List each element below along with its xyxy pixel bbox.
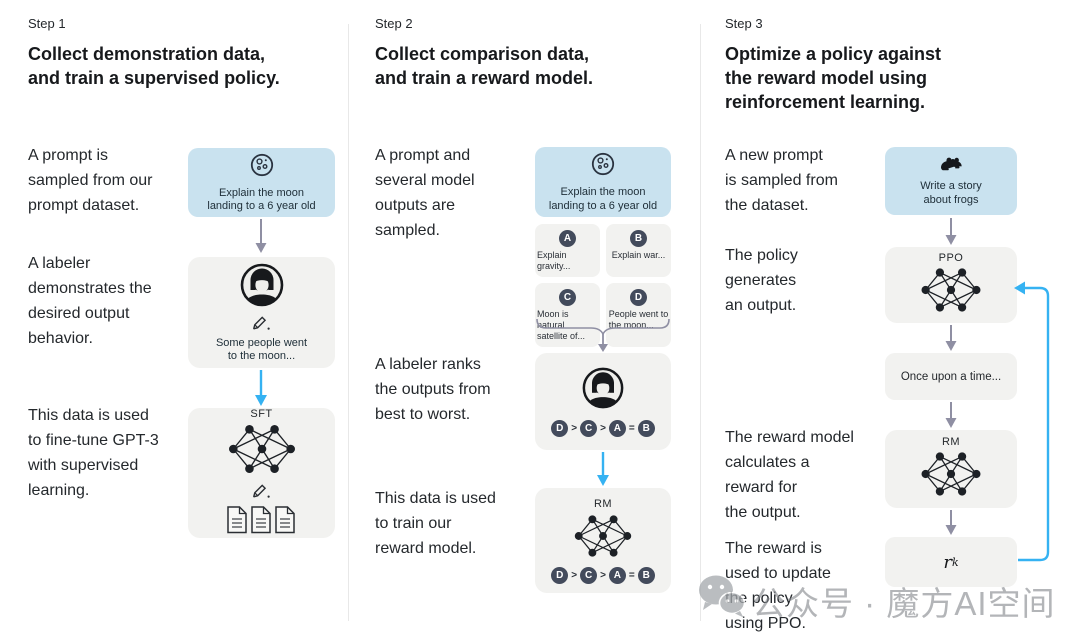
arrow-down-blue-1 <box>254 370 268 411</box>
rank-item: D <box>551 420 569 437</box>
step3-label: Step 3 <box>725 16 763 31</box>
rank-item: B <box>637 566 655 584</box>
rank-separator: = <box>628 423 635 434</box>
step2-prompt-text: Explain the moon landing to a 6 year old <box>548 186 658 212</box>
output-a-box: A Explain gravity... <box>535 224 600 277</box>
step1-prompt-box: Explain the moon landing to a 6 year old <box>188 148 335 217</box>
step2-caption-labeler: A labeler ranks the outputs from best to… <box>375 356 491 423</box>
output-c-badge: C <box>559 289 576 306</box>
rank-item: A <box>608 566 626 584</box>
rank-separator: > <box>571 569 578 581</box>
rank-item: B <box>637 420 655 437</box>
step3-caption-prompt: A new prompt is sampled from the dataset… <box>725 147 838 214</box>
pencil-icon <box>252 315 271 335</box>
step1-caption-labeler: A labeler demonstrates the desired outpu… <box>28 255 152 347</box>
step1-labeler-box: Some people went to the moon... <box>188 257 335 368</box>
step2-prompt-box: Explain the moon landing to a 6 year old <box>535 147 671 217</box>
step1-title: Collect demonstration data, and train a … <box>28 44 280 88</box>
step3-caption-policy: The policy generates an output. <box>725 247 798 314</box>
column-divider-1 <box>348 24 349 621</box>
output-b-box: B Explain war... <box>606 224 671 277</box>
rank-item: C <box>580 420 598 437</box>
step2-title: Collect comparison data, and train a rew… <box>375 44 594 88</box>
neural-network-icon <box>226 423 298 480</box>
step3-output-box: Once upon a time... <box>885 353 1017 400</box>
ppo-label: PPO <box>938 252 964 264</box>
moon-icon <box>590 151 616 182</box>
step1-caption-prompt: A prompt is sampled from our prompt data… <box>28 147 153 214</box>
rank-separator: > <box>600 569 606 581</box>
step2-caption-data: This data is used to train our reward mo… <box>375 490 496 557</box>
rank-item: A <box>608 420 626 437</box>
output-c-text: Moon is natural satellite of... <box>537 309 586 341</box>
pencil-icon <box>252 483 271 503</box>
step2-rm-box: RM D > C > A = B <box>535 488 671 593</box>
labeler-avatar-icon <box>581 366 625 415</box>
arrow-down-gray-3 <box>944 325 958 356</box>
neural-network-icon <box>919 267 983 318</box>
output-d-box: D People went to the moon... <box>606 283 671 347</box>
feedback-loop-arrow <box>1014 276 1054 575</box>
output-a-text: Explain gravity... <box>537 250 571 271</box>
step3-ppo-box: PPO <box>885 247 1017 323</box>
column-divider-2 <box>700 24 701 621</box>
output-d-badge: D <box>630 289 647 306</box>
arrow-down-gray-4 <box>944 402 958 433</box>
output-b-text: Explain war... <box>611 250 666 260</box>
rm-label: RM <box>593 497 613 510</box>
labeler-avatar-icon <box>239 262 285 313</box>
reward-subscript: k <box>951 555 959 569</box>
reward-symbol: r <box>943 551 952 573</box>
step3-caption-reward: The reward model calculates a reward for… <box>725 429 854 521</box>
output-b-badge: B <box>630 230 647 247</box>
frog-icon <box>939 155 963 176</box>
step1-caption-data: This data is used to fine-tune GPT-3 wit… <box>28 407 159 499</box>
rank-separator: > <box>571 423 578 434</box>
rank-item: D <box>551 566 569 584</box>
step1-demonstration-text: Some people went to the moon... <box>215 336 308 363</box>
rm-label: RM <box>941 436 961 448</box>
rank-item: C <box>580 566 598 584</box>
neural-network-icon <box>572 514 634 563</box>
step2-labeler-box: D > C > A = B <box>535 353 671 450</box>
moon-icon <box>249 152 275 183</box>
rank-separator: > <box>600 423 606 434</box>
arrow-down-gray-1 <box>254 219 268 258</box>
wechat-icon <box>697 573 747 624</box>
step2-label: Step 2 <box>375 16 413 31</box>
sft-label: SFT <box>250 407 273 420</box>
output-c-box: C Moon is natural satellite of... <box>535 283 600 347</box>
step1-sft-box: SFT <box>188 408 335 538</box>
output-d-text: People went to the moon... <box>608 309 669 330</box>
step2-outputs-grid: A Explain gravity... B Explain war... C … <box>535 224 671 347</box>
rank-separator: = <box>628 569 635 581</box>
output-a-badge: A <box>559 230 576 247</box>
step1-label: Step 1 <box>28 16 66 31</box>
document-stack-icon <box>226 505 297 539</box>
step3-rm-box: RM <box>885 430 1017 508</box>
arrow-down-gray-2 <box>944 218 958 250</box>
neural-network-icon <box>919 451 983 502</box>
arrow-down-gray-5 <box>944 510 958 540</box>
step1-prompt-text: Explain the moon landing to a 6 year old <box>207 186 316 213</box>
step3-title: Optimize a policy against the reward mod… <box>725 44 942 112</box>
watermark-text: 公众号 · 魔方AI空间 <box>752 585 1056 622</box>
ranking-row: D > C > A = B <box>551 420 655 437</box>
arrow-down-blue-2 <box>596 452 610 491</box>
step2-caption-prompt: A prompt and several model outputs are s… <box>375 147 475 239</box>
brace-arrow-down <box>535 318 671 358</box>
step3-prompt-box: Write a story about frogs <box>885 147 1017 215</box>
step3-prompt-text: Write a story about frogs <box>920 180 982 206</box>
ranking-row: D > C > A = B <box>551 566 655 584</box>
